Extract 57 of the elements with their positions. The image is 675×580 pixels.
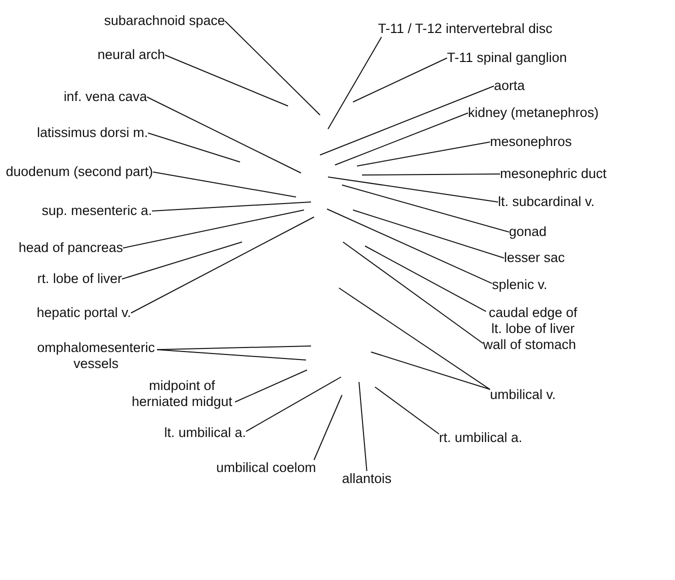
leader-line bbox=[224, 20, 320, 116]
leader-line bbox=[370, 352, 490, 390]
leader-line bbox=[356, 142, 490, 166]
leader-line bbox=[156, 349, 306, 360]
leader-line bbox=[130, 216, 314, 314]
leader-line bbox=[314, 394, 342, 460]
part-label: gonad bbox=[509, 224, 547, 240]
part-label: aorta bbox=[494, 78, 525, 94]
leader-line bbox=[374, 386, 440, 434]
part-label: midpoint of herniated midgut bbox=[129, 378, 235, 410]
part-label: sup. mesenteric a. bbox=[42, 203, 152, 219]
part-label: rt. lobe of liver bbox=[37, 271, 122, 287]
leader-line bbox=[342, 184, 510, 232]
leader-line bbox=[326, 208, 492, 284]
leader-line bbox=[362, 174, 500, 176]
part-label: allantois bbox=[342, 471, 392, 487]
leader-line bbox=[156, 346, 312, 350]
part-label: T-11 / T-12 intervertebral disc bbox=[378, 21, 552, 37]
leader-line bbox=[328, 36, 382, 130]
part-label: neural arch bbox=[97, 47, 165, 63]
part-label: T-11 spinal ganglion bbox=[447, 50, 567, 66]
part-label: inf. vena cava bbox=[64, 89, 147, 105]
part-label: mesonephric duct bbox=[500, 166, 607, 182]
part-label: lesser sac bbox=[504, 250, 565, 266]
part-label: wall of stomach bbox=[483, 337, 576, 353]
part-label: kidney (metanephros) bbox=[468, 105, 599, 121]
leader-line bbox=[338, 288, 490, 390]
leader-line bbox=[234, 370, 308, 402]
leader-line bbox=[364, 246, 486, 312]
leader-line bbox=[320, 86, 494, 156]
leader-line bbox=[342, 242, 484, 344]
leader-line bbox=[122, 210, 304, 248]
part-label: rt. umbilical a. bbox=[439, 430, 522, 446]
leader-line bbox=[122, 242, 242, 280]
part-label: duodenum (second part) bbox=[6, 164, 153, 180]
leader-line bbox=[246, 376, 342, 432]
leader-line bbox=[334, 112, 468, 166]
leader-line bbox=[164, 54, 288, 106]
part-label: mesonephros bbox=[490, 134, 572, 150]
leader-line bbox=[358, 382, 368, 472]
leader-line bbox=[152, 172, 296, 198]
leader-line bbox=[328, 176, 498, 202]
leader-line bbox=[352, 58, 448, 102]
part-label: hepatic portal v. bbox=[36, 305, 131, 321]
leader-line bbox=[352, 210, 504, 258]
part-label: lt. subcardinal v. bbox=[498, 194, 595, 210]
leader-line bbox=[146, 96, 302, 174]
leader-line bbox=[148, 132, 240, 162]
part-label: lt. umbilical a. bbox=[164, 425, 246, 441]
part-label: head of pancreas bbox=[18, 240, 123, 256]
part-label: omphalomesenteric vessels bbox=[35, 340, 157, 372]
part-label: latissimus dorsi m. bbox=[36, 125, 148, 141]
part-label: umbilical coelom bbox=[216, 460, 316, 476]
leader-line bbox=[152, 202, 312, 212]
part-label: subarachnoid space bbox=[104, 13, 225, 29]
part-label: umbilical v. bbox=[490, 387, 556, 403]
part-label: splenic v. bbox=[492, 277, 548, 293]
